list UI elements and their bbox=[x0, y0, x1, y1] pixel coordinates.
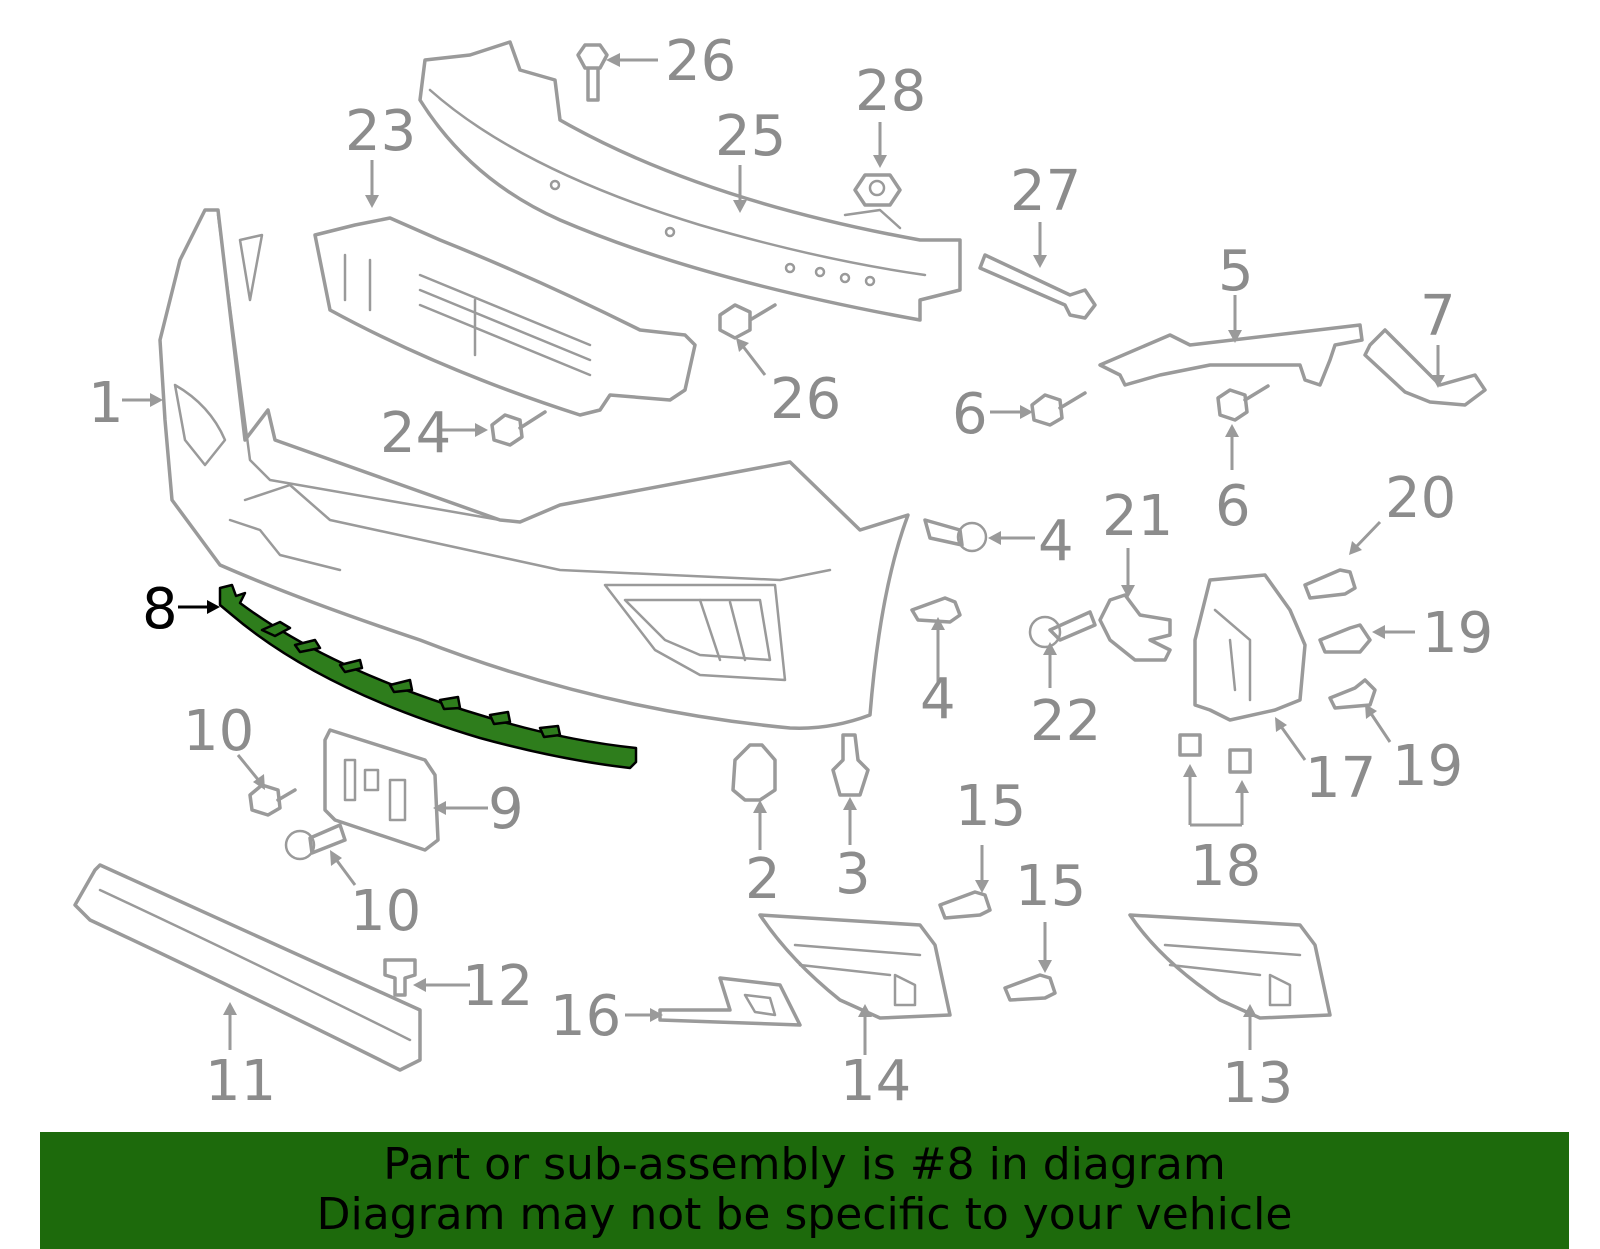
callout-17: 17 bbox=[1305, 746, 1376, 811]
callout-20: 20 bbox=[1385, 466, 1456, 531]
banner-line-2: Diagram may not be specific to your vehi… bbox=[316, 1189, 1293, 1240]
part-1-bumper-cover bbox=[158, 208, 910, 730]
info-banner: Part or sub-assembly is #8 in diagram Di… bbox=[40, 1132, 1569, 1249]
callout-26a: 26 bbox=[665, 29, 736, 94]
callout-6b: 6 bbox=[1215, 474, 1251, 539]
part-17-mount-bracket bbox=[1193, 573, 1307, 722]
callout-16: 16 bbox=[550, 984, 621, 1049]
callout-7: 7 bbox=[1420, 284, 1456, 349]
callout-10a: 10 bbox=[183, 699, 254, 764]
callout-11: 11 bbox=[205, 1049, 276, 1114]
callout-9: 9 bbox=[488, 777, 524, 842]
callout-23: 23 bbox=[345, 99, 416, 164]
callout-25: 25 bbox=[715, 104, 786, 169]
part-11-skid-plate bbox=[73, 863, 422, 1072]
part-14-side-grille bbox=[758, 913, 952, 1020]
part-13-side-grille bbox=[1128, 913, 1332, 1020]
callout-2: 2 bbox=[745, 847, 781, 912]
callout-21: 21 bbox=[1102, 484, 1173, 549]
callout-15a: 15 bbox=[955, 774, 1026, 839]
part-8-lower-molding bbox=[218, 583, 638, 770]
callout-8: 8 bbox=[142, 577, 178, 642]
callout-22: 22 bbox=[1030, 689, 1101, 754]
callout-19a: 19 bbox=[1422, 601, 1493, 666]
callout-28: 28 bbox=[855, 59, 926, 124]
callout-18: 18 bbox=[1190, 834, 1261, 899]
callout-4b: 4 bbox=[920, 667, 956, 732]
callout-labels: 1 2 3 4 4 5 6 6 7 8 9 10 10 11 12 13 14 … bbox=[88, 29, 1493, 1116]
part-16-trim bbox=[658, 976, 802, 1027]
part-9-license-bracket bbox=[323, 728, 440, 852]
callout-5: 5 bbox=[1218, 239, 1254, 304]
callout-27: 27 bbox=[1010, 159, 1081, 224]
callout-6a: 6 bbox=[952, 382, 988, 447]
callout-4a: 4 bbox=[1038, 509, 1074, 574]
part-5-bracket bbox=[1098, 323, 1364, 387]
callout-26b: 26 bbox=[770, 367, 841, 432]
callout-1: 1 bbox=[88, 371, 124, 436]
callout-10b: 10 bbox=[350, 879, 421, 944]
part-7-side-bracket bbox=[1363, 328, 1487, 407]
fasteners bbox=[248, 43, 1377, 1002]
callout-12: 12 bbox=[462, 954, 533, 1019]
callout-13: 13 bbox=[1222, 1051, 1293, 1116]
callout-15b: 15 bbox=[1015, 854, 1086, 919]
part-21-clip bbox=[1098, 593, 1172, 662]
part-23-air-shutter bbox=[313, 216, 697, 417]
callout-19b: 19 bbox=[1392, 734, 1463, 799]
banner-line-1: Part or sub-assembly is #8 in diagram bbox=[383, 1139, 1226, 1190]
leader-lines bbox=[122, 53, 1445, 1055]
part-25-reinforcement-beam bbox=[418, 40, 962, 322]
callout-24: 24 bbox=[380, 401, 451, 466]
callout-3: 3 bbox=[835, 842, 871, 907]
callout-14: 14 bbox=[840, 1049, 911, 1114]
